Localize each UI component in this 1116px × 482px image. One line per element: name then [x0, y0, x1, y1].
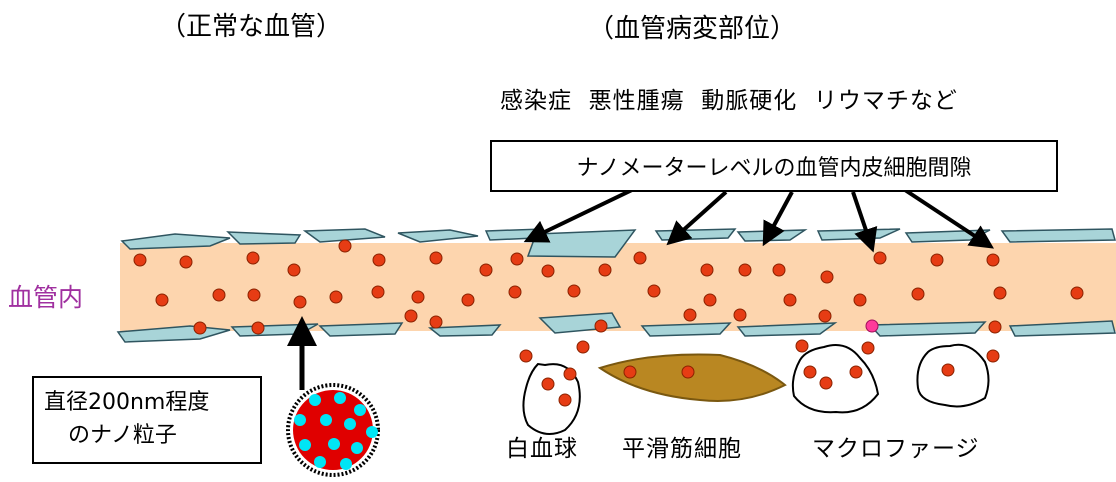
disease-list: 感染症 悪性腫瘍 動脈硬化 リウマチなど [500, 90, 958, 113]
vessel-interior-label: 血管内 [8, 285, 83, 310]
label-white-blood-cell: 白血球 [506, 438, 578, 461]
white-blood-cell [523, 364, 579, 434]
nanoparticle-label-box: 直径200nm程度 のナノ粒子 [32, 376, 262, 464]
nanoparticle-label-line1: 直径200nm程度 [44, 386, 250, 419]
heading-lesion-site: （血管病変部位） [588, 16, 796, 42]
gap-callout-text: ナノメーターレベルの血管内皮細胞間隙 [577, 150, 972, 182]
vessel-lumen [120, 243, 1116, 331]
nanoparticle-icon [288, 385, 378, 475]
smooth-muscle-cell [600, 355, 785, 401]
gap-callout-box: ナノメーターレベルの血管内皮細胞間隙 [490, 140, 1058, 192]
heading-normal-vessel: （正常な血管） [160, 14, 342, 40]
nanoparticle-label-line2: のナノ粒子 [44, 419, 250, 452]
label-smooth-muscle-cell: 平滑筋細胞 [622, 438, 742, 461]
highlight-particle [866, 320, 878, 332]
label-macrophage: マクロファージ [812, 438, 980, 461]
macrophage-1 [793, 340, 878, 412]
macrophage-2 [917, 345, 999, 407]
